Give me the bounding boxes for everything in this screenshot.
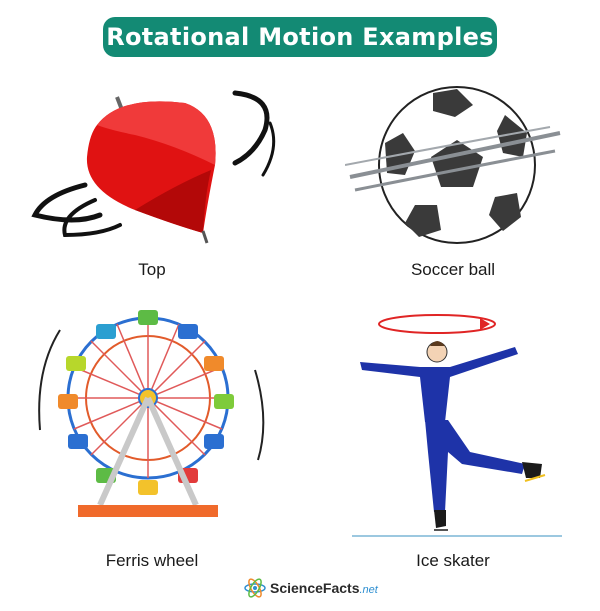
caption-ferris-wheel: Ferris wheel [105,551,199,570]
brand-logo: ScienceFacts.net [244,575,378,601]
ice-skater-icon [352,314,562,537]
brand-suffix: .net [359,584,378,596]
ferris-wheel-icon [38,310,265,517]
atom-icon [244,578,266,598]
spinning-top-icon [31,90,276,244]
soccer-ball-icon [345,86,561,244]
brand-name: ScienceFacts.net [270,580,378,596]
caption-ice-skater: Ice skater [416,551,490,570]
page-title: Rotational Motion Examples [103,17,497,57]
caption-soccer-ball: Soccer ball [410,260,496,279]
caption-top: Top [138,260,166,279]
